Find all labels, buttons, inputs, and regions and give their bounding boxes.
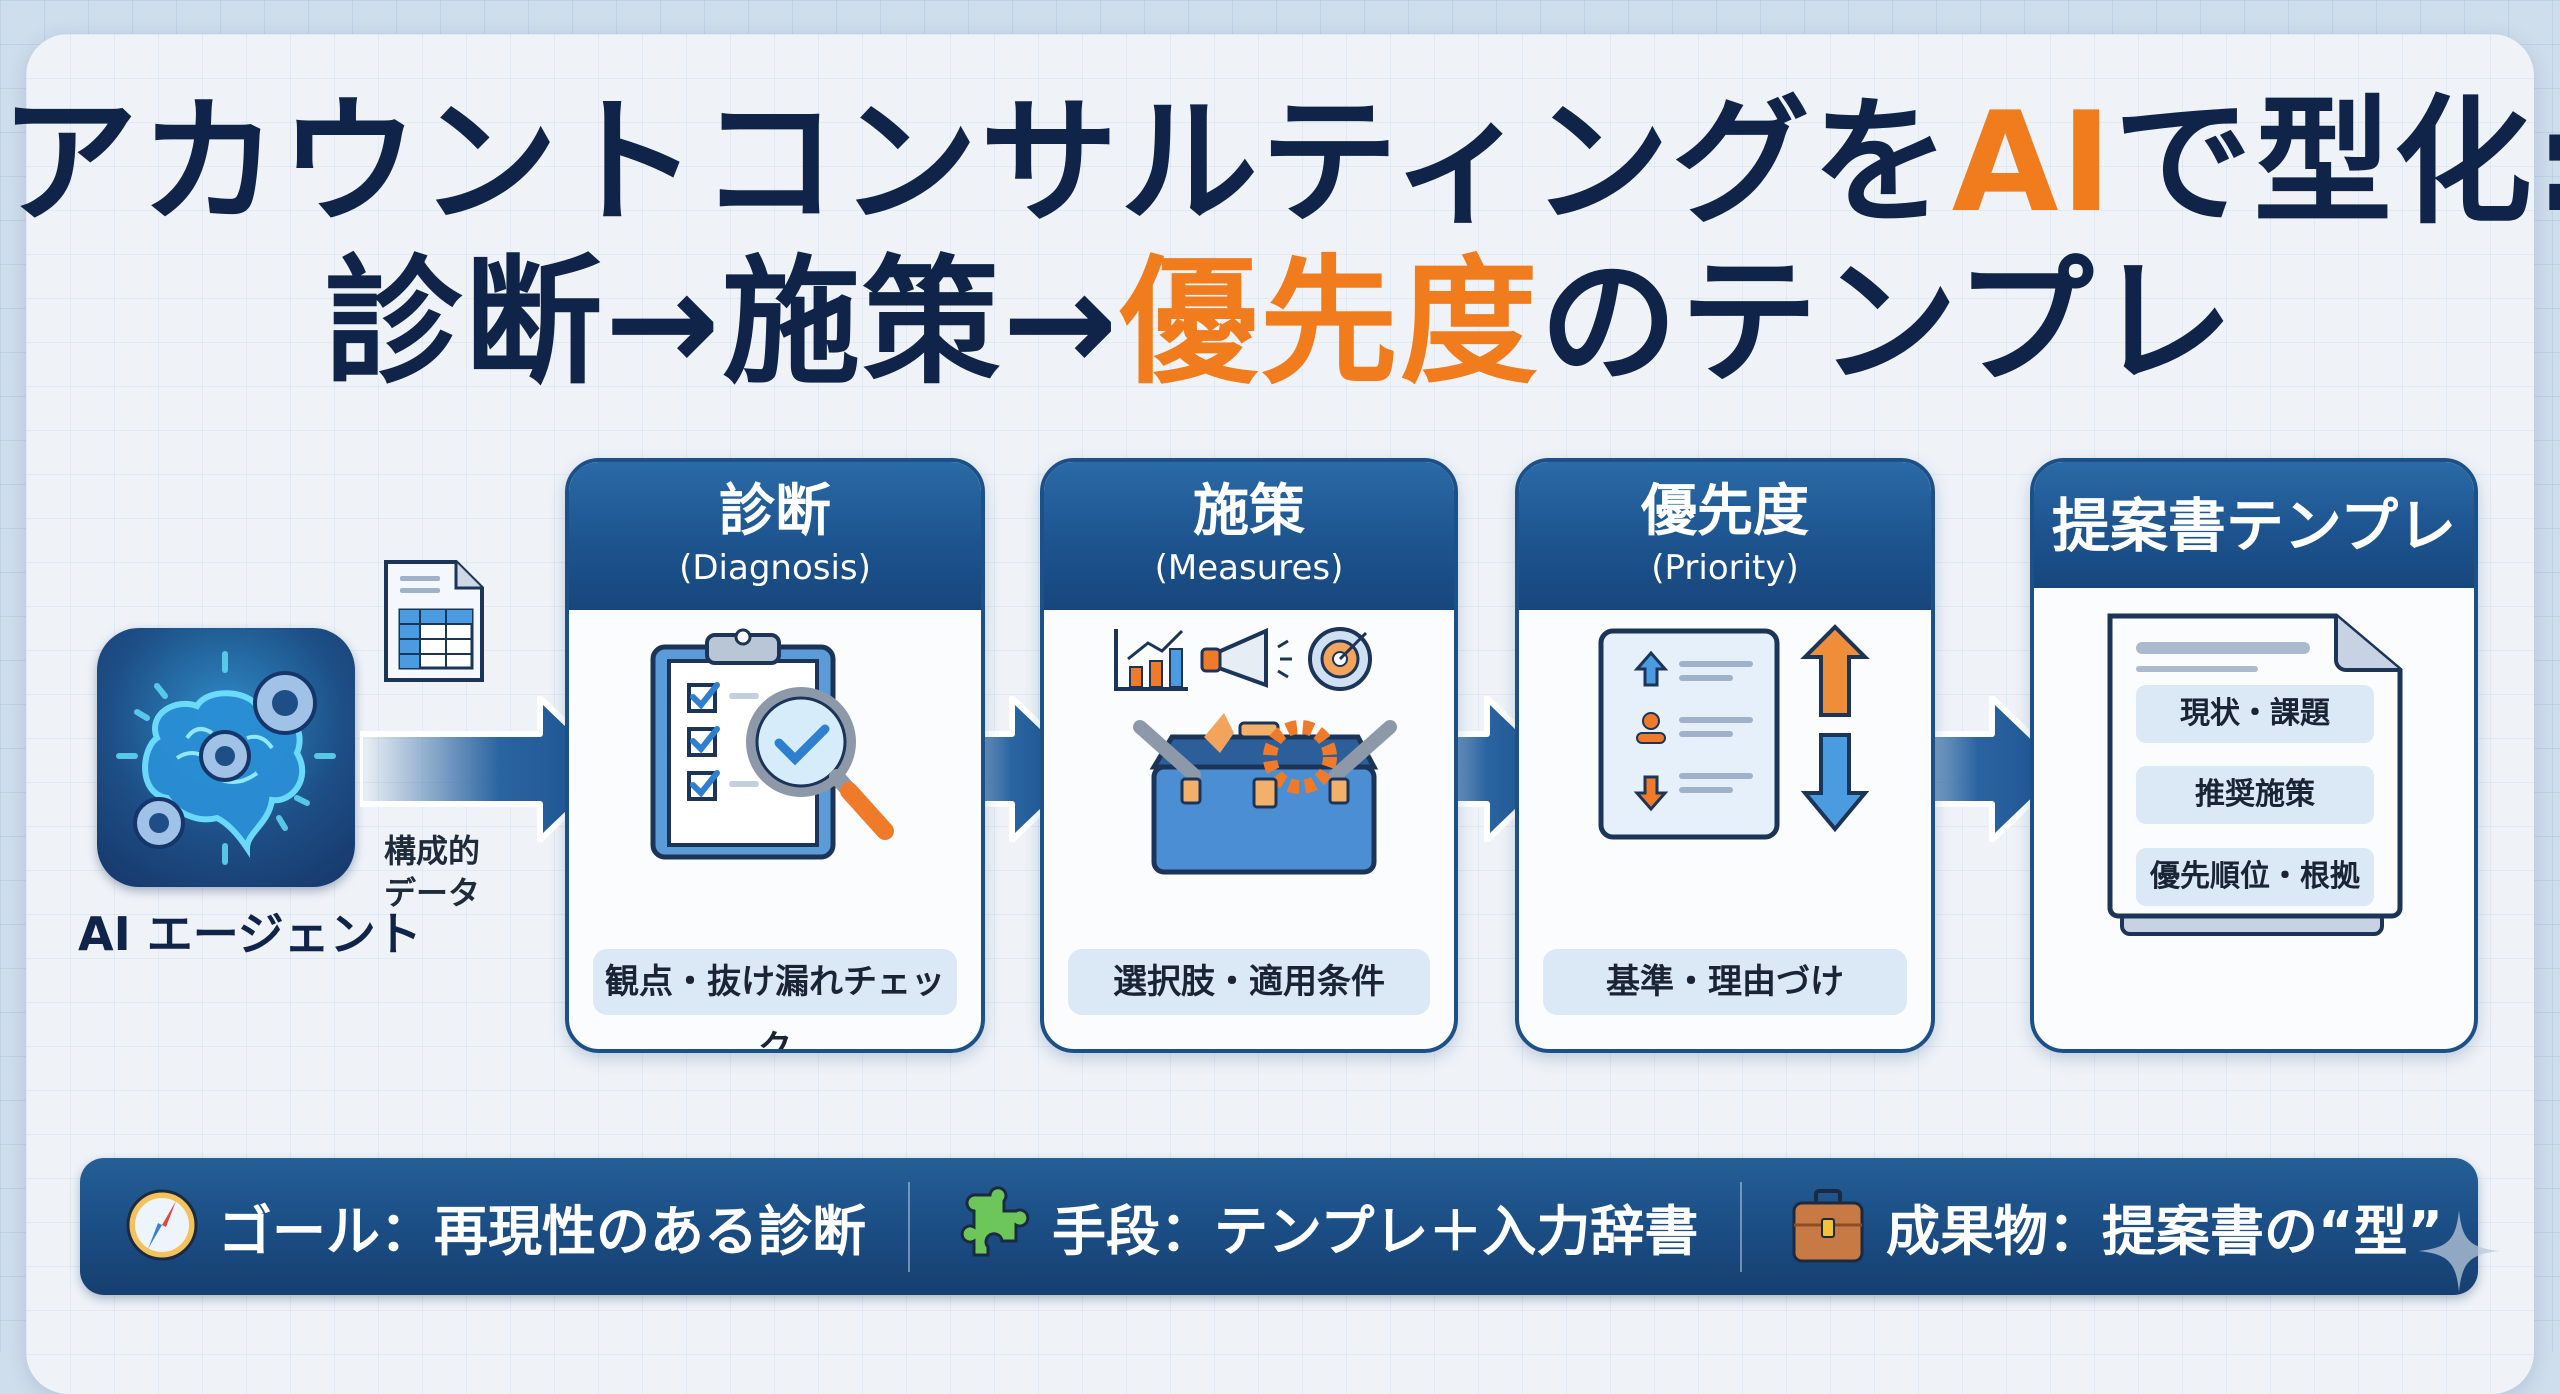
template-section: 推奨施策 bbox=[2136, 766, 2374, 824]
template-title: 提案書テンプレ bbox=[2051, 492, 2457, 560]
data-label-line-1: 構成的 bbox=[384, 832, 481, 870]
step-tag: 基準・理由づけ bbox=[1543, 949, 1907, 1015]
proposal-template-card: 提案書テンプレ 現状・課題 推奨施策 優先順位・根拠 bbox=[2030, 458, 2478, 1053]
step-card-measures: 施策 (Measures) bbox=[1040, 458, 1458, 1053]
divider bbox=[908, 1182, 910, 1272]
step-title: 施策 bbox=[1193, 479, 1305, 544]
title-line2-suffix: のテンプレ bbox=[1539, 242, 2236, 403]
divider bbox=[1740, 1182, 1742, 1272]
title-line1-accent: AI bbox=[1951, 82, 2114, 243]
title-line2-prefix: 診断→施策→ bbox=[324, 242, 1120, 403]
step-subtitle: (Priority) bbox=[1651, 548, 1799, 588]
page-title-line-1: アカウントコンサルティングをAIで型化: bbox=[0, 88, 2560, 238]
compass-icon bbox=[124, 1187, 200, 1267]
step-header: 施策 (Measures) bbox=[1044, 462, 1454, 610]
step-title: 診断 bbox=[719, 479, 831, 544]
step-tag: 選択肢・適用条件 bbox=[1068, 949, 1430, 1015]
document-icon: 現状・課題 推奨施策 優先順位・根拠 bbox=[2106, 612, 2406, 942]
ai-agent-label: AI エージェント bbox=[78, 907, 422, 961]
step-header: 診断 (Diagnosis) bbox=[569, 462, 981, 610]
summary-text: ゴール：再現性のある診断 bbox=[218, 1200, 866, 1263]
puzzle-icon bbox=[954, 1185, 1034, 1269]
step-tag: 観点・抜け漏れチェック bbox=[593, 949, 957, 1049]
sparkle-icon bbox=[2418, 1210, 2500, 1292]
step-header: 優先度 (Priority) bbox=[1519, 462, 1931, 610]
briefcase-icon bbox=[1788, 1185, 1868, 1269]
summary-text: 手段：テンプレ＋入力辞書 bbox=[1052, 1200, 1699, 1263]
summary-item-means: 手段：テンプレ＋入力辞書 bbox=[954, 1158, 1698, 1295]
structured-data-label: 構成的データ bbox=[384, 830, 480, 914]
summary-text: 成果物：提案書の“型” bbox=[1886, 1200, 2443, 1263]
step-subtitle: (Measures) bbox=[1154, 548, 1344, 588]
step-card-priority: 優先度 (Priority) 基準・理由づけ bbox=[1515, 458, 1935, 1053]
summary-item-deliverable: 成果物：提案書の“型” bbox=[1788, 1158, 2443, 1295]
toolbox-icon bbox=[1044, 617, 1454, 947]
spreadsheet-document-icon bbox=[378, 558, 488, 686]
title-line1-prefix: アカウントコンサルティングを bbox=[0, 82, 1952, 243]
title-line2-accent: 優先度 bbox=[1119, 242, 1540, 403]
title-line1-suffix: で型化: bbox=[2113, 82, 2560, 243]
step-title: 優先度 bbox=[1641, 479, 1809, 544]
template-section: 優先順位・根拠 bbox=[2136, 848, 2374, 906]
step-subtitle: (Diagnosis) bbox=[679, 548, 871, 588]
summary-bar: ゴール：再現性のある診断 手段：テンプレ＋入力辞書 成果物：提案書の“型” bbox=[80, 1158, 2478, 1295]
summary-item-goal: ゴール：再現性のある診断 bbox=[124, 1158, 866, 1295]
target-icon bbox=[1308, 627, 1372, 691]
clipboard-magnifier-icon bbox=[569, 617, 981, 947]
brain-gears-icon bbox=[97, 628, 355, 887]
data-label-line-2: データ bbox=[384, 874, 481, 912]
priority-list-icon bbox=[1519, 617, 1931, 947]
template-header: 提案書テンプレ bbox=[2034, 462, 2474, 588]
bar-chart-icon bbox=[1114, 629, 1188, 691]
step-card-diagnosis: 診断 (Diagnosis) 観点・抜け漏れチェック bbox=[565, 458, 985, 1053]
megaphone-icon bbox=[1200, 627, 1292, 688]
template-section: 現状・課題 bbox=[2136, 685, 2374, 743]
page-title-line-2: 診断→施策→優先度のテンプレ bbox=[0, 248, 2560, 398]
